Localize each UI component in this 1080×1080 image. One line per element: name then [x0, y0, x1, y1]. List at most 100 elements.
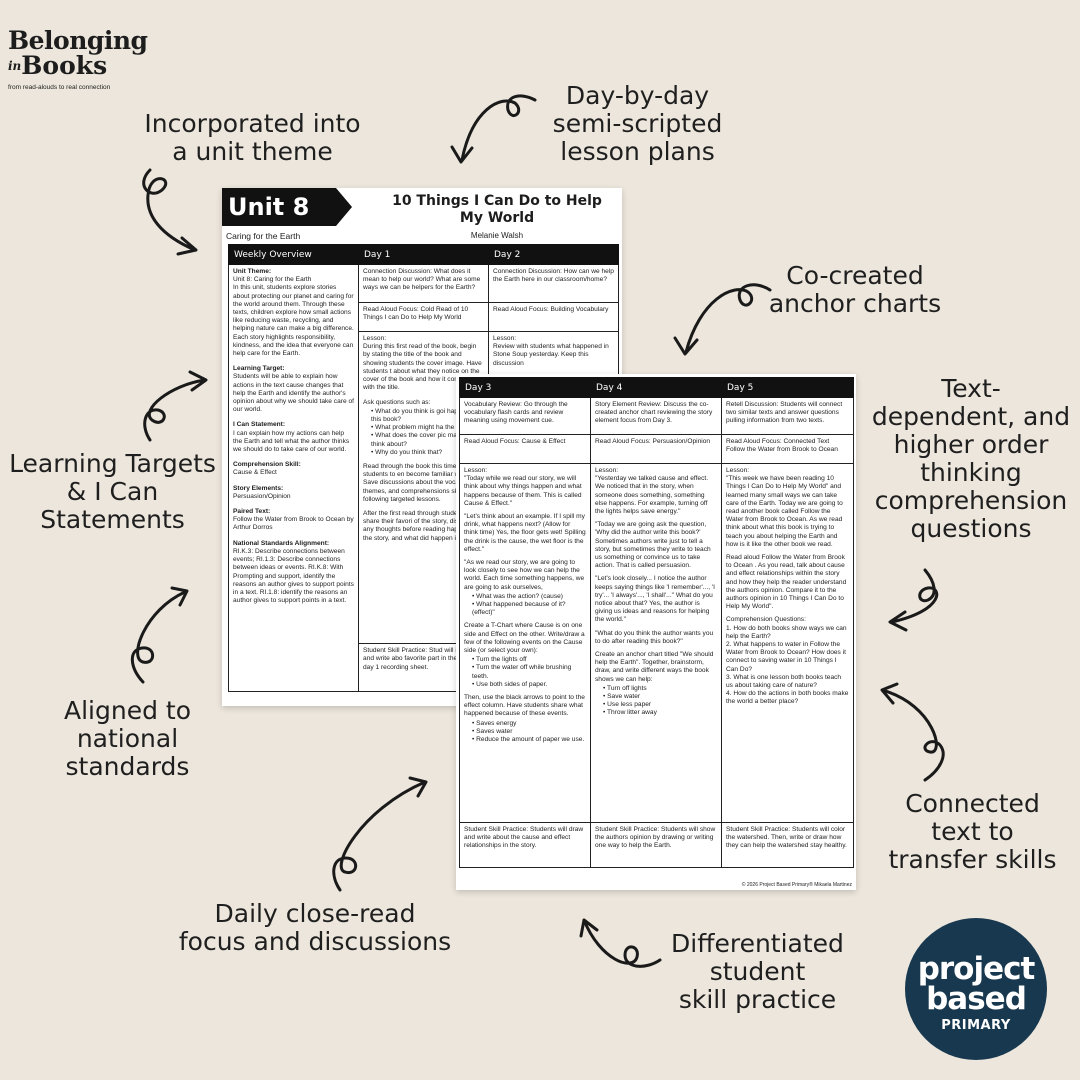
day2-focus: Read Aloud Focus: Building Vocabulary	[488, 301, 619, 333]
project-based-primary-logo: project based PRIMARY	[905, 918, 1047, 1060]
day5-lesson-label: Lesson:	[726, 467, 750, 474]
day3-p4-item: Turn the lights off	[472, 656, 586, 664]
day5-lesson: Lesson: "This week we have been reading …	[721, 463, 854, 823]
arrow-lesson-plans	[450, 94, 537, 164]
header-day4: Day 4	[590, 377, 722, 398]
callout-close-read: Daily close-read focus and discussions	[178, 899, 452, 956]
day4-p5-item: Throw litter away	[603, 709, 717, 717]
day5-practice: Student Skill Practice: Students will co…	[721, 822, 854, 868]
day2-lesson-label: Lesson:	[493, 335, 517, 343]
day3-practice: Student Skill Practice: Students will dr…	[459, 822, 591, 868]
unit-subtitle: Caring for the Earth	[226, 231, 301, 241]
day5-question: 2. What happens to water in Follow the W…	[726, 641, 846, 673]
day5-review: Retell Discussion: Students will connect…	[721, 397, 854, 435]
arrow-connected-text	[880, 682, 945, 782]
day5-p1: "This week we have been reading 10 Thing…	[726, 475, 843, 548]
day3-p2: "Let's think about an example. If I spil…	[464, 513, 586, 553]
day1-connection: Connection Discussion: What does it mean…	[358, 264, 489, 303]
callout-unit-theme: Incorporated into a unit theme	[144, 109, 361, 166]
day3-p5-item: Saves water	[472, 728, 586, 736]
elements-label: Story Elements:	[233, 484, 284, 492]
day1-after-text: After the first read through students sh…	[363, 509, 484, 542]
unit-banner: Unit 8	[222, 188, 352, 226]
daily-lessons-page: Day 3 Day 4 Day 5 Vocabulary Review: Go …	[456, 374, 856, 890]
brand-tagline: from read-alouds to real connection	[8, 84, 111, 91]
day1-read-text: Read through the book this time just for…	[363, 462, 483, 503]
day1-focus: Read Aloud Focus: Cold Read of 10 Things…	[358, 301, 489, 333]
day1-ask-list: What do you think is goi happen in this …	[371, 408, 484, 457]
day5-questions-label: Comprehension Questions:	[726, 616, 806, 624]
callout-lesson-plans: Day-by-day semi-scripted lesson plans	[552, 81, 723, 166]
callout-text-dependent: Text- dependent, and higher order thinki…	[871, 374, 1071, 543]
day1-ask-item: What do you think is goi happen in this …	[371, 408, 484, 424]
day2-lesson-text: Review with students what happened in St…	[493, 343, 609, 367]
paired-label: Paired Text:	[233, 508, 271, 516]
callout-learning-targets: Learning Targets & I Can Statements	[9, 449, 216, 534]
day4-p5-item: Use less paper	[603, 701, 717, 709]
logo-line3: PRIMARY	[941, 1018, 1011, 1033]
day3-p5-item: Reduce the amount of paper we use.	[472, 736, 586, 744]
day3-p1: "Today while we read our story, we will …	[464, 475, 582, 507]
day3-lesson-label: Lesson:	[464, 467, 488, 474]
paired-text: Follow the Water from Brook to Ocean by …	[233, 516, 354, 532]
target-text: Students will be able to explain how act…	[233, 373, 354, 414]
day3-p5-item: Saves energy	[472, 720, 586, 728]
day3-lesson: Lesson: "Today while we read our story, …	[459, 463, 591, 823]
day3-p3: "As we read our story, we are going to l…	[464, 559, 585, 591]
callout-connected-text: Connected text to transfer skills	[888, 789, 1057, 874]
day1-lesson-label: Lesson:	[363, 335, 387, 343]
day4-p5-list: Turn off lights Save water Use less pape…	[603, 685, 717, 718]
brand-line2: inBooks	[8, 53, 158, 78]
day3-p5-list: Saves energy Saves water Reduce the amou…	[472, 720, 586, 745]
arrow-text-dependent	[888, 568, 939, 632]
book-title: 10 Things I Can Do to Help My World	[392, 193, 602, 226]
day3-p3-item: What happened because of it? (effect)"	[472, 601, 586, 617]
day4-lesson: Lesson: "Yesterday we talked cause and e…	[590, 463, 722, 823]
standards-label: National Standards Alignment:	[233, 539, 330, 547]
header-day1: Day 1	[358, 244, 489, 265]
day3-p3-list: What was the action? (cause) What happen…	[472, 593, 586, 618]
belonging-in-books-logo: Belonging inBooks from read-alouds to re…	[8, 26, 158, 92]
theme-label: Unit Theme:	[233, 268, 272, 275]
arrow-unit-theme	[142, 168, 198, 256]
day4-p5-item: Save water	[603, 693, 717, 701]
day4-p3: "Let's look closely... I notice the auth…	[595, 575, 715, 624]
header-day2: Day 2	[488, 244, 619, 265]
overview-cell: Unit Theme: Unit 8: Caring for the Earth…	[228, 264, 359, 692]
logo-line2: based	[926, 981, 1027, 1017]
arrow-national-standards	[130, 586, 189, 684]
callout-skill-practice: Differentiated student skill practice	[671, 929, 844, 1014]
standards-text: RI.K.3: Describe connections between eve…	[233, 547, 354, 605]
logo-line1: project	[917, 951, 1036, 987]
day4-p1: "Yesterday we talked cause and effect. W…	[595, 475, 709, 516]
brand-line1: Belonging	[8, 26, 148, 55]
day5-question: 3. What is one lesson both books teach u…	[726, 673, 842, 690]
day4-p2: "Today we are going ask the question, 'W…	[595, 521, 711, 570]
day5-question: 4. How do the actions in both books make…	[726, 690, 849, 706]
ican-text: I can explain how my actions can help th…	[233, 429, 350, 454]
callout-anchor-charts: Co-created anchor charts	[768, 261, 942, 318]
day3-focus: Read Aloud Focus: Cause & Effect	[459, 434, 591, 464]
arrow-learning-targets	[143, 370, 208, 442]
day5-question: 1. How do both books show ways we can he…	[726, 624, 847, 640]
elements-text: Persuasion/Opinion	[233, 492, 291, 500]
header-day5: Day 5	[721, 377, 854, 398]
day4-p4: "What do you think the author wants you …	[595, 629, 714, 645]
day1-ask-label: Ask questions such as:	[363, 398, 431, 406]
day3-review: Vocabulary Review: Go through the vocabu…	[459, 397, 591, 435]
day4-practice: Student Skill Practice: Students will sh…	[590, 822, 722, 868]
ican-label: I Can Statement:	[233, 421, 286, 429]
day3-p5: Then, use the black arrows to point to t…	[464, 694, 585, 718]
day2-connection: Connection Discussion: How can we help t…	[488, 264, 619, 303]
theme-text: Unit 8: Caring for the Earth In this uni…	[233, 276, 354, 358]
arrow-anchor-charts	[673, 283, 772, 356]
target-label: Learning Target:	[233, 365, 285, 373]
day5-focus: Read Aloud Focus: Connected Text Follow …	[721, 434, 854, 464]
copyright: © 2026 Project Based Primary® Mikaela Ma…	[741, 882, 852, 888]
callout-national-standards: Aligned to national standards	[63, 696, 191, 781]
day3-p4-item: Turn the water off while brushing teeth.	[472, 664, 586, 680]
header-day3: Day 3	[459, 377, 591, 398]
day4-review: Story Element Review: Discuss the co-cre…	[590, 397, 722, 435]
day3-p4-item: Use both sides of paper.	[472, 681, 586, 689]
